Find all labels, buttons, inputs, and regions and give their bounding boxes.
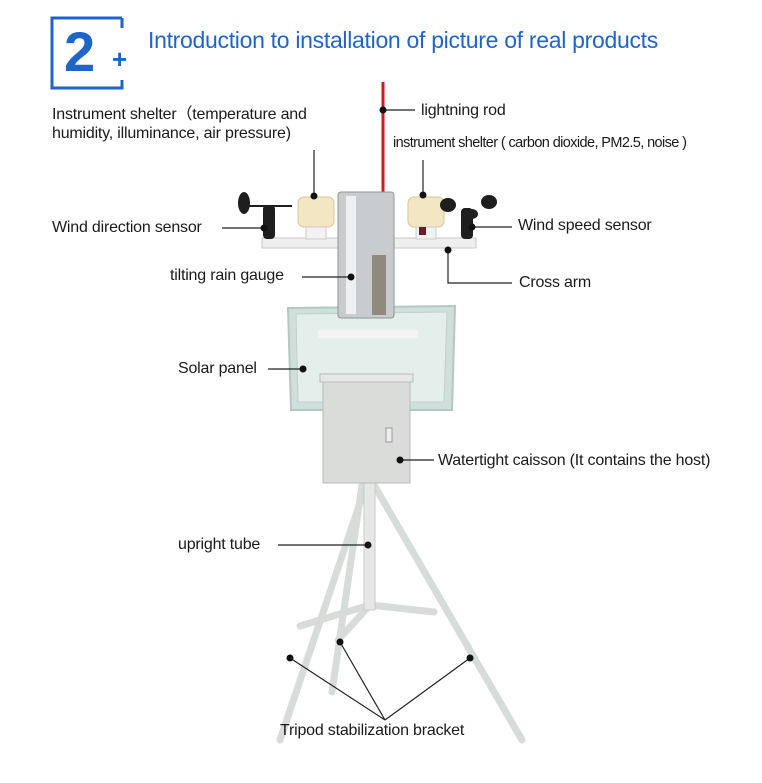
label-rain-gauge: tilting rain gauge (170, 267, 284, 284)
shelter-right (407, 196, 445, 240)
shelter-left (297, 196, 335, 240)
label-shelter-left-line2: humidity, illuminance, air pressure) (52, 125, 291, 142)
watertight-caisson (322, 377, 411, 484)
label-tripod: Tripod stabilization bracket (280, 722, 465, 739)
leader-dots (260, 106, 476, 662)
label-lightning-rod: lightning rod (421, 102, 506, 119)
badge-frame (50, 16, 124, 90)
section-number-badge: 2 (64, 20, 96, 83)
label-wind-direction: Wind direction sensor (52, 219, 202, 236)
label-solar-panel: Solar panel (178, 360, 257, 377)
label-upright-tube: upright tube (178, 536, 261, 553)
leader-lines (222, 109, 512, 721)
tripod (276, 481, 526, 744)
page-title: Introduction to installation of picture … (148, 27, 658, 53)
label-wind-speed: Wind speed sensor (518, 217, 652, 234)
label-shelter-left-line1: Instrument shelter（temperature and (52, 106, 307, 123)
plus-icon: + (112, 44, 128, 74)
wind-direction-sensor (238, 192, 292, 239)
label-cross-arm: Cross arm (519, 274, 591, 291)
label-shelter-right: instrument shelter ( carbon dioxide, PM2… (393, 135, 687, 151)
wind-speed-sensor (440, 195, 497, 239)
label-caisson: Watertight caisson (It contains the host… (438, 452, 711, 469)
